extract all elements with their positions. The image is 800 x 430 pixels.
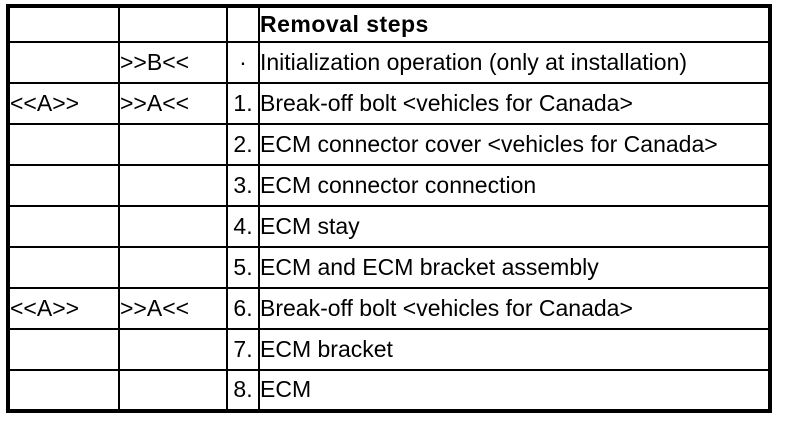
table-row: 4. ECM stay (7, 205, 771, 248)
step-number-cell: 8. (226, 369, 260, 412)
marker-left-cell (7, 123, 120, 166)
step-number-cell: · (226, 41, 260, 84)
step-number-cell: 3. (226, 164, 260, 207)
table-header-row: Removal steps (7, 5, 771, 43)
marker-mid-cell (118, 369, 228, 412)
marker-left-cell (7, 369, 120, 412)
step-description-cell: Break-off bolt <vehicles for Canada> (258, 287, 771, 330)
step-number-header-cell (226, 5, 260, 43)
marker-mid-header-cell (118, 5, 228, 43)
marker-left-header-cell (7, 5, 120, 43)
removal-steps-header: Removal steps (258, 5, 771, 43)
step-description-cell: ECM connector connection (258, 164, 771, 207)
marker-left-cell: <<A>> (7, 82, 120, 125)
step-number-cell: 1. (226, 82, 260, 125)
table-row: 2. ECM connector cover <vehicles for Can… (7, 123, 771, 166)
step-description-cell: ECM (258, 369, 771, 412)
step-number-cell: 7. (226, 328, 260, 371)
removal-steps-table: Removal steps >>B<< · Initialization ope… (6, 4, 772, 413)
marker-left-cell (7, 41, 120, 84)
marker-left-cell (7, 328, 120, 371)
table-row: 8. ECM (7, 369, 771, 412)
step-description-cell: Initialization operation (only at instal… (258, 41, 771, 84)
marker-mid-cell: >>A<< (118, 287, 228, 330)
table-row: 7. ECM bracket (7, 328, 771, 371)
step-description-cell: Break-off bolt <vehicles for Canada> (258, 82, 771, 125)
marker-mid-cell (118, 328, 228, 371)
step-number-cell: 5. (226, 246, 260, 289)
marker-mid-cell (118, 205, 228, 248)
step-number-cell: 6. (226, 287, 260, 330)
table-row: 3. ECM connector connection (7, 164, 771, 207)
table-row: <<A>> >>A<< 1. Break-off bolt <vehicles … (7, 82, 771, 125)
table-row: <<A>> >>A<< 6. Break-off bolt <vehicles … (7, 287, 771, 330)
marker-left-cell (7, 164, 120, 207)
marker-left-cell (7, 246, 120, 289)
marker-left-cell: <<A>> (7, 287, 120, 330)
step-number-cell: 2. (226, 123, 260, 166)
table-row: 5. ECM and ECM bracket assembly (7, 246, 771, 289)
marker-mid-cell: >>B<< (118, 41, 228, 84)
step-number-cell: 4. (226, 205, 260, 248)
step-description-cell: ECM stay (258, 205, 771, 248)
step-description-cell: ECM bracket (258, 328, 771, 371)
marker-mid-cell (118, 164, 228, 207)
step-description-cell: ECM and ECM bracket assembly (258, 246, 771, 289)
marker-mid-cell: >>A<< (118, 82, 228, 125)
step-description-cell: ECM connector cover <vehicles for Canada… (258, 123, 771, 166)
marker-mid-cell (118, 246, 228, 289)
marker-mid-cell (118, 123, 228, 166)
marker-left-cell (7, 205, 120, 248)
table-row: >>B<< · Initialization operation (only a… (7, 41, 771, 84)
